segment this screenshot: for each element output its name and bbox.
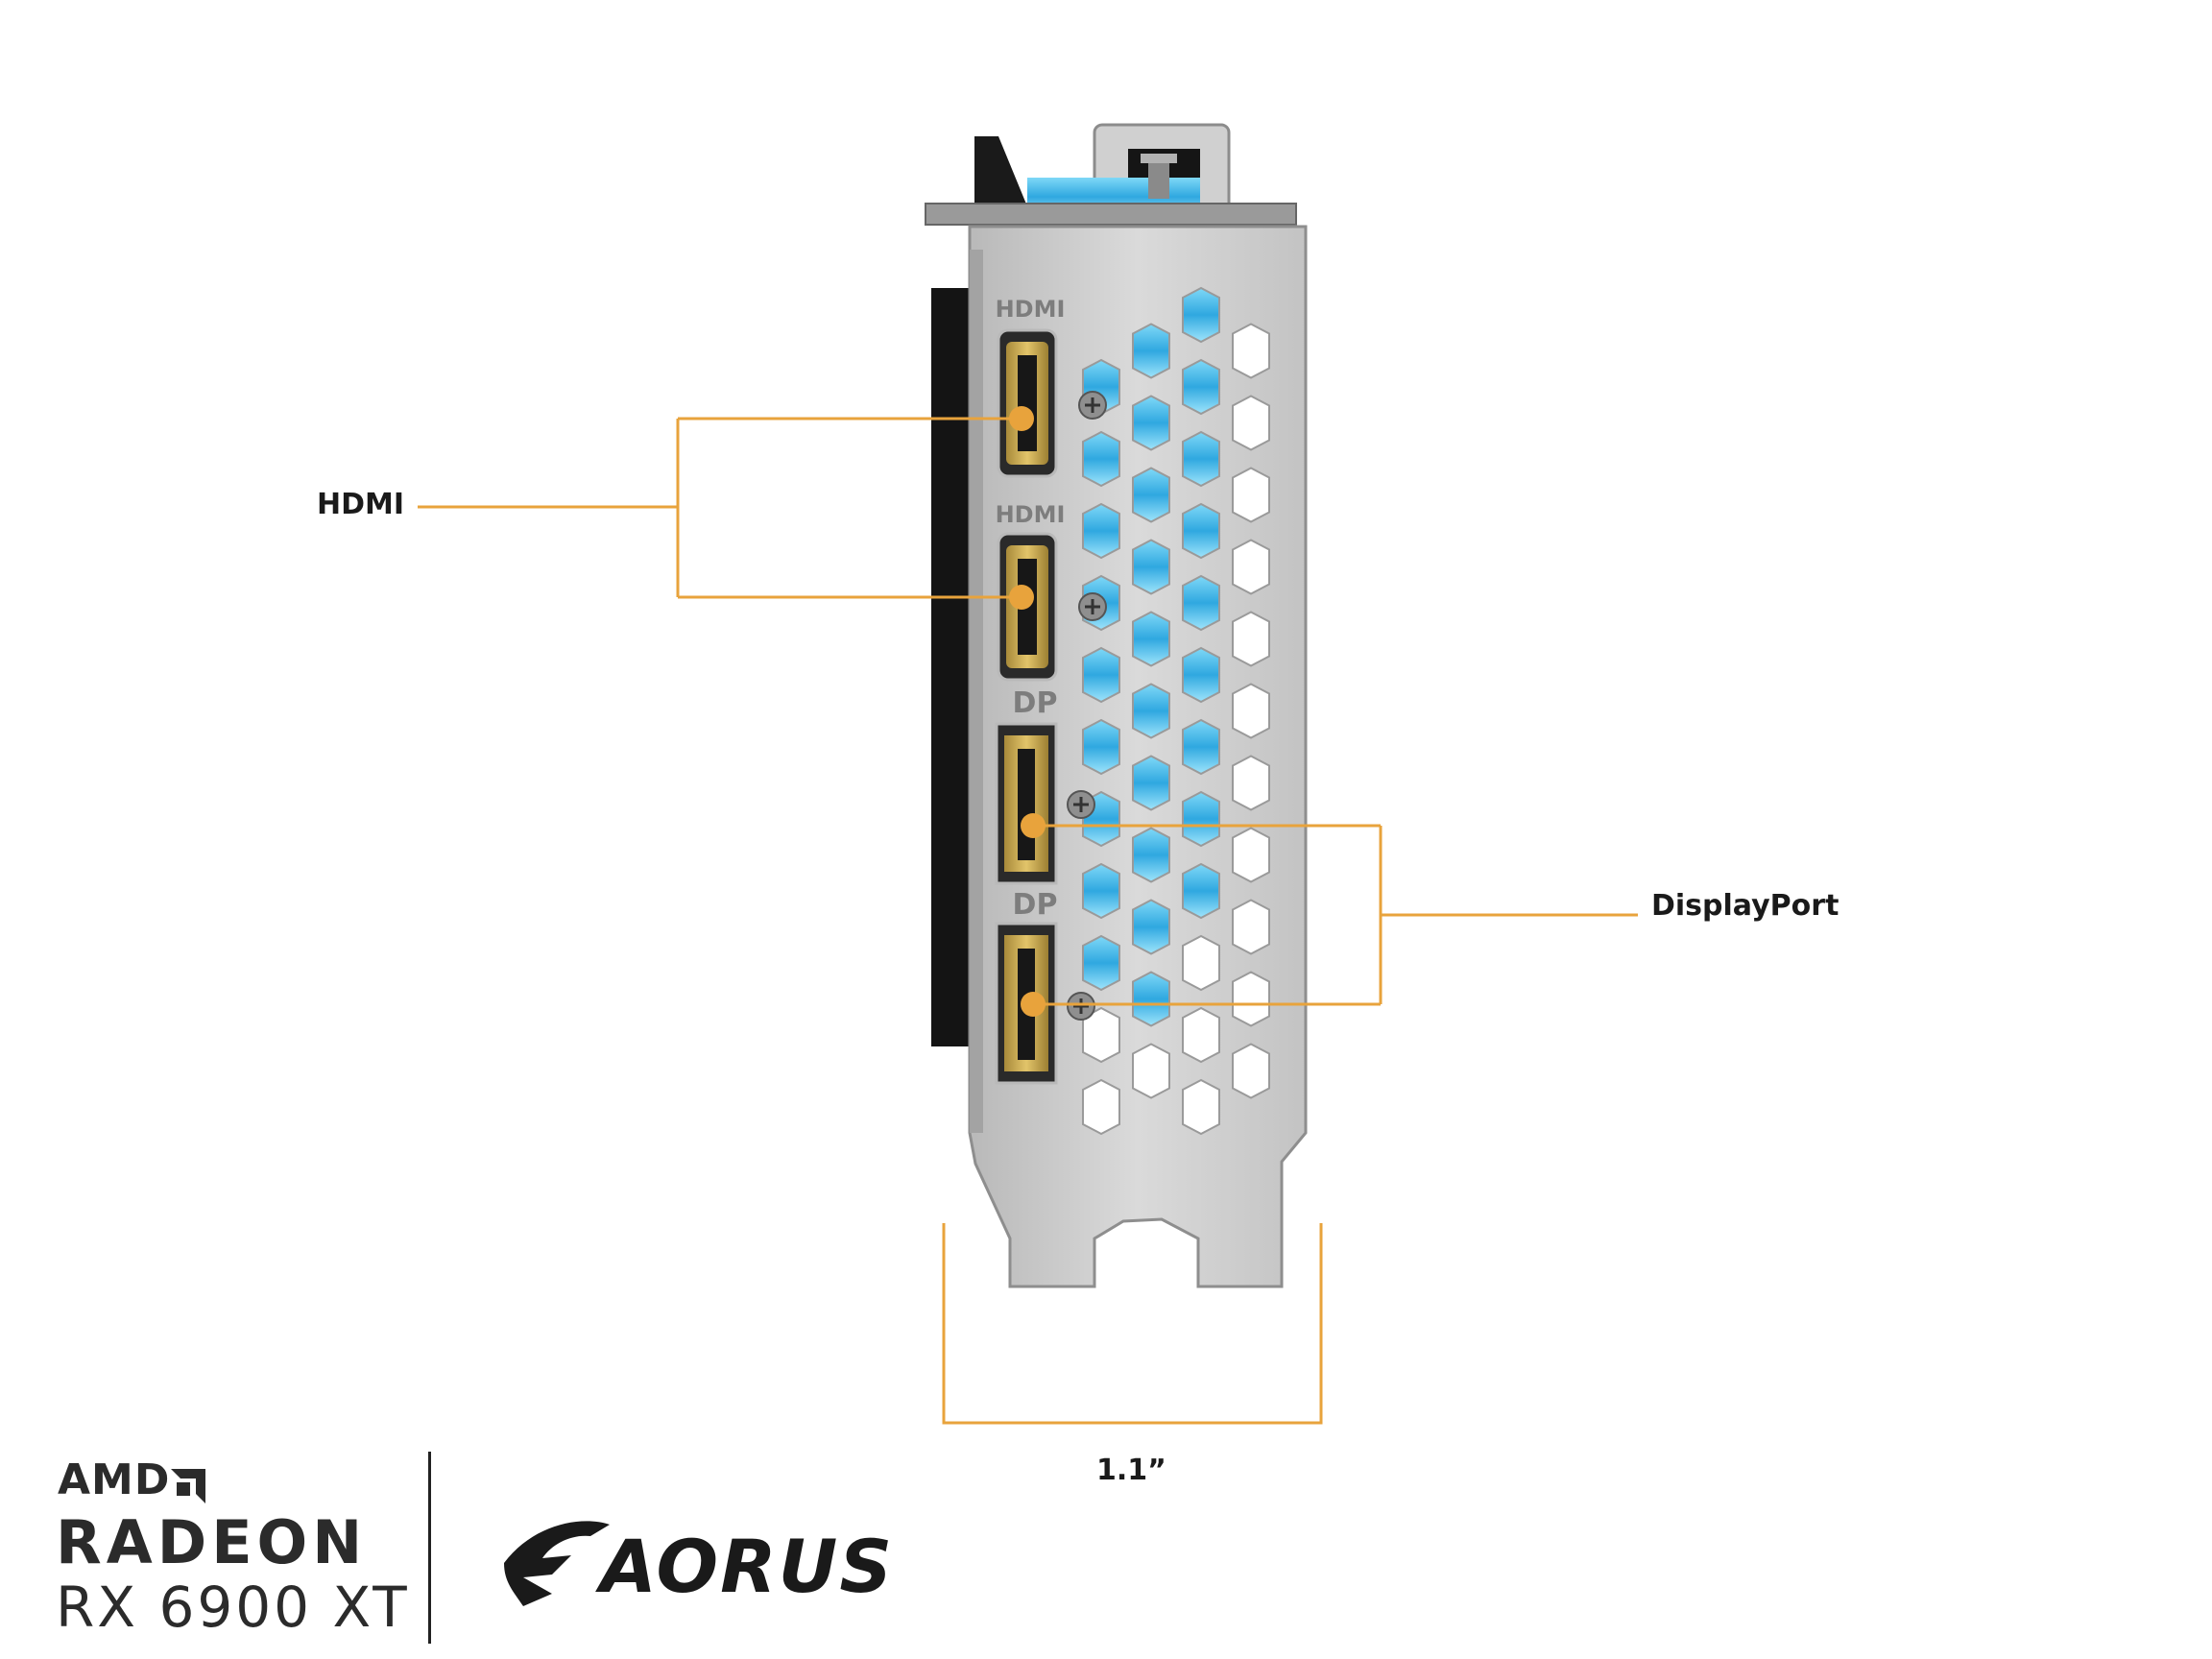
- vent-cell: [1082, 1078, 1120, 1136]
- hdmi-1-marker: [1009, 406, 1034, 431]
- vent-cell: [1082, 1006, 1120, 1064]
- displayport-label: DisplayPort: [1651, 889, 1839, 923]
- vent-cell: [1182, 790, 1220, 848]
- bracket-mounting-tab: [925, 123, 1297, 226]
- imprint-dp-1: DP: [1013, 686, 1058, 720]
- vent-cell: [1182, 358, 1220, 416]
- vent-cell: [1182, 430, 1220, 488]
- screw-icon: [1141, 154, 1177, 199]
- vent-cell: [1182, 862, 1220, 920]
- imprint-hdmi-1: HDMI: [996, 296, 1066, 323]
- vent-cell: [1132, 971, 1170, 1027]
- vent-cell: [1182, 502, 1220, 560]
- vent-grid: [1082, 286, 1270, 1136]
- width-dimension-label: 1.1”: [1096, 1454, 1166, 1487]
- vent-cell: [1232, 971, 1270, 1027]
- dp-2-marker: [1021, 992, 1046, 1017]
- vent-cell: [1232, 755, 1270, 811]
- vent-cell: [1232, 323, 1270, 379]
- aorus-wordmark: AORUS: [595, 1524, 894, 1609]
- amd-wordmark: AMD: [58, 1455, 171, 1504]
- vent-cell: [1132, 683, 1170, 739]
- hdmi-port-1: [997, 328, 1058, 478]
- vent-cell: [1232, 1043, 1270, 1099]
- hdmi-2-marker: [1009, 585, 1034, 610]
- gpu-model-name: RX 6900 XT: [56, 1575, 410, 1640]
- screw-icon: [1078, 592, 1107, 621]
- vent-cell: [1132, 755, 1170, 811]
- vent-cell: [1132, 827, 1170, 883]
- vent-cell: [1232, 683, 1270, 739]
- screw-icon: [1078, 391, 1107, 420]
- screw-icon: [1067, 992, 1095, 1021]
- vent-cell: [1082, 862, 1120, 920]
- vent-cell: [1132, 611, 1170, 667]
- displayport-port-1: [995, 722, 1058, 885]
- amd-arrow-icon: [171, 1469, 205, 1503]
- vent-cell: [1232, 539, 1270, 595]
- vent-cell: [1132, 395, 1170, 451]
- vent-cell: [1232, 467, 1270, 523]
- hdmi-callout-leader: [418, 417, 1022, 599]
- imprint-hdmi-2: HDMI: [996, 501, 1066, 528]
- card-top-corner: [974, 136, 1027, 206]
- vent-cell: [1082, 430, 1120, 488]
- screw-icon: [1067, 790, 1095, 819]
- aorus-eagle-icon: [504, 1521, 610, 1606]
- vent-cell: [1082, 718, 1120, 776]
- vent-cell: [1132, 467, 1170, 523]
- vent-cell: [1182, 1078, 1220, 1136]
- hdmi-label: HDMI: [317, 488, 405, 521]
- vent-cell: [1182, 286, 1220, 344]
- vent-cell: [1182, 934, 1220, 992]
- imprint-dp-2: DP: [1013, 888, 1058, 922]
- vent-cell: [1082, 502, 1120, 560]
- bracket-left-rail: [970, 250, 983, 1133]
- vent-cell: [1232, 827, 1270, 883]
- dp-1-marker: [1021, 813, 1046, 838]
- vent-cell: [1182, 718, 1220, 776]
- vent-cell: [1182, 1006, 1220, 1064]
- vent-cell: [1082, 934, 1120, 992]
- vent-cell: [1132, 539, 1170, 595]
- brand-divider: [428, 1452, 431, 1644]
- vent-cell: [1182, 574, 1220, 632]
- vent-cell: [1132, 899, 1170, 955]
- vent-cell: [1082, 646, 1120, 704]
- vent-cell: [1132, 323, 1170, 379]
- vent-cell: [1132, 1043, 1170, 1099]
- aorus-logo: AORUS: [504, 1521, 894, 1609]
- vent-cell: [1232, 899, 1270, 955]
- vent-cell: [1232, 611, 1270, 667]
- vent-cell: [1232, 395, 1270, 451]
- width-dimension-line: [942, 1223, 1323, 1425]
- vent-cell: [1182, 646, 1220, 704]
- displayport-callout-leader: [1033, 824, 1638, 1006]
- radeon-wordmark: RADEON: [56, 1507, 368, 1577]
